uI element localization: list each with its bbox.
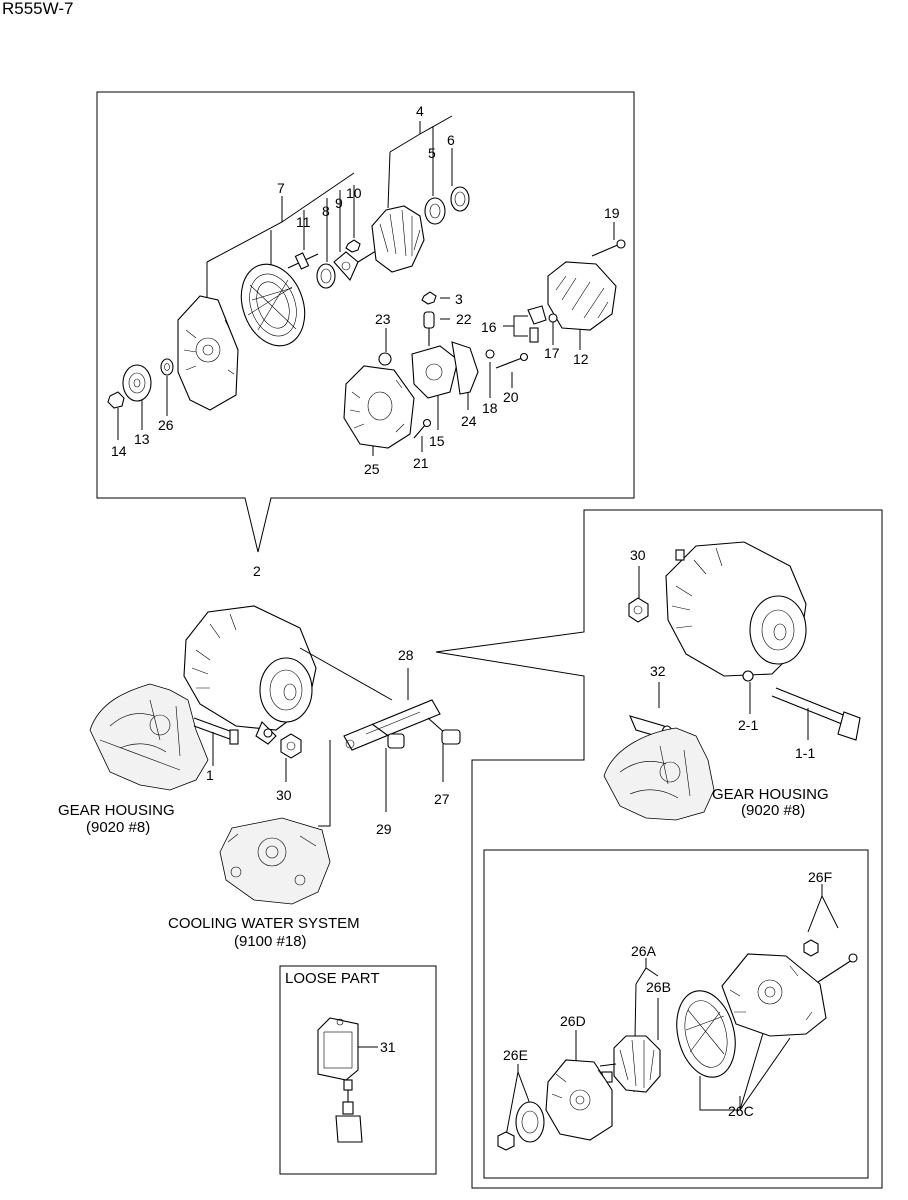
part-number-7: 7 bbox=[277, 180, 285, 196]
adjusting-bar-28: 28 bbox=[299, 647, 441, 751]
loose-part-label: LOOSE PART bbox=[285, 970, 379, 987]
bolt-1: 1 bbox=[193, 717, 239, 783]
part-number-26A: 26A bbox=[631, 943, 657, 959]
sub-parts-drawings bbox=[497, 939, 858, 1151]
part-number-31: 31 bbox=[380, 1039, 396, 1055]
alternator-assembly bbox=[183, 605, 317, 745]
part-number-22: 22 bbox=[456, 311, 472, 327]
part-number-26F: 26F bbox=[808, 869, 832, 885]
part-number-2-1: 2-1 bbox=[738, 717, 758, 733]
gear-housing-sketch-left bbox=[89, 683, 209, 791]
rectifier-parts bbox=[411, 341, 529, 399]
part-number-26E: 26E bbox=[503, 1047, 528, 1063]
part-number-1-1: 1-1 bbox=[795, 745, 815, 761]
part-number-8: 8 bbox=[322, 203, 330, 219]
part-number-9: 9 bbox=[335, 195, 343, 211]
relay-part-31 bbox=[317, 1017, 378, 1143]
rotor-part bbox=[357, 186, 470, 273]
cooling-water-ref: (9100 #18) bbox=[234, 933, 307, 950]
gear-housing-ref-left: (9020 #8) bbox=[86, 819, 150, 836]
part-number-30-right: 30 bbox=[630, 547, 646, 563]
part-number-28: 28 bbox=[398, 647, 414, 663]
part-number-6: 6 bbox=[447, 132, 455, 148]
part-number-18: 18 bbox=[482, 400, 498, 416]
installed-alternator-area: 2 1 30 bbox=[58, 563, 461, 950]
part-number-1: 1 bbox=[206, 767, 214, 783]
part-number-16: 16 bbox=[481, 319, 497, 335]
part-number-12: 12 bbox=[573, 351, 589, 367]
part-number-26: 26 bbox=[158, 417, 174, 433]
pulley-part bbox=[107, 358, 174, 409]
part-number-14: 14 bbox=[111, 443, 127, 459]
part-number-23: 23 bbox=[375, 311, 391, 327]
page-title: R555W-7 bbox=[2, 0, 74, 18]
stator-part bbox=[240, 263, 306, 347]
part-number-30: 30 bbox=[276, 787, 292, 803]
front-housing-part bbox=[177, 295, 239, 411]
alternate-alternator-callout: 30 32 1-1 2-1 bbox=[435, 509, 883, 1189]
part-number-26B: 26B bbox=[646, 979, 671, 995]
bearing-parts bbox=[287, 239, 361, 289]
gear-housing-sketch-right bbox=[603, 727, 715, 821]
rear-housing-part bbox=[343, 352, 432, 449]
part-number-10: 10 bbox=[346, 185, 362, 201]
alternator-right bbox=[665, 541, 807, 682]
gear-housing-ref-right: (9020 #8) bbox=[741, 802, 805, 819]
callout-frame bbox=[96, 91, 635, 553]
exploded-alternator-callout: 4 5 6 7 8 9 10 11 12 13 14 15 16 17 18 1… bbox=[96, 91, 635, 553]
rear-cover-part bbox=[547, 239, 626, 331]
part-number-20: 20 bbox=[503, 389, 519, 405]
part-number-26D: 26D bbox=[560, 1013, 586, 1029]
brush-holder-parts bbox=[421, 291, 558, 346]
nut-30: 30 bbox=[276, 733, 302, 803]
cooling-water-label: COOLING WATER SYSTEM bbox=[168, 915, 360, 932]
part-number-29: 29 bbox=[376, 821, 392, 837]
part-number-15: 15 bbox=[429, 433, 445, 449]
bolt-27: 27 bbox=[427, 717, 461, 807]
part-number-27: 27 bbox=[434, 791, 450, 807]
part-number-24: 24 bbox=[461, 413, 477, 429]
loose-part-box: LOOSE PART 31 bbox=[279, 965, 437, 1175]
part-number-11: 11 bbox=[296, 214, 311, 230]
part-number-17: 17 bbox=[544, 345, 560, 361]
leader-lines-sub bbox=[505, 884, 839, 1137]
long-bolt-1-1: 1-1 bbox=[771, 687, 861, 761]
part-number-25: 25 bbox=[364, 461, 380, 477]
part-number-13: 13 bbox=[134, 431, 150, 447]
cooling-water-leader bbox=[318, 740, 331, 827]
bolt-29: 29 bbox=[371, 723, 405, 837]
gear-housing-label-right: GEAR HOUSING bbox=[712, 786, 829, 803]
part-number-4: 4 bbox=[416, 103, 424, 119]
part-number-26C: 26C bbox=[728, 1103, 754, 1119]
cooling-water-pump-sketch bbox=[219, 817, 331, 905]
part-number-5: 5 bbox=[428, 145, 436, 161]
part-number-32: 32 bbox=[650, 663, 666, 679]
gear-housing-label-left: GEAR HOUSING bbox=[58, 802, 175, 819]
part-number-21: 21 bbox=[413, 455, 429, 471]
leader-lines-top bbox=[117, 115, 615, 456]
part-number-2: 2 bbox=[253, 563, 261, 579]
part-number-19: 19 bbox=[604, 205, 620, 221]
part-number-3: 3 bbox=[455, 291, 463, 307]
